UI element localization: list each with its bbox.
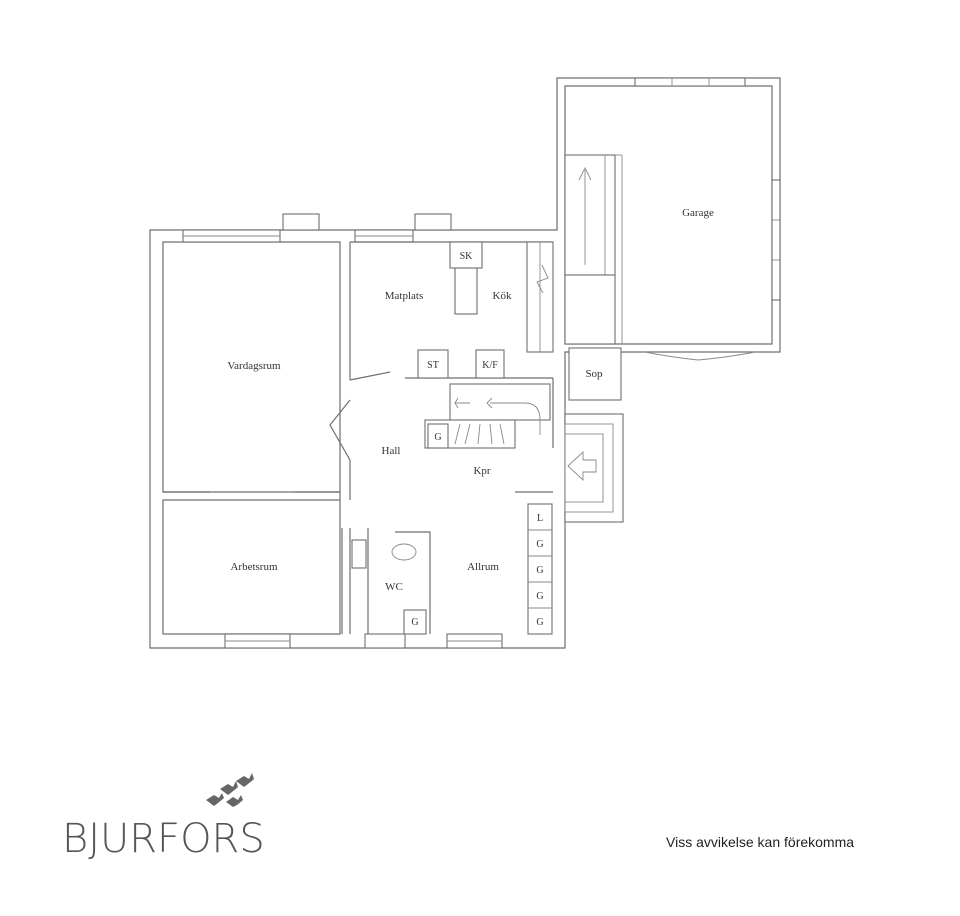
disclaimer-text: Viss avvikelse kan förekomma bbox=[666, 834, 855, 850]
room-label-garage: Garage bbox=[682, 207, 714, 219]
fixture-label-g-1: G bbox=[536, 539, 543, 550]
interior-walls bbox=[163, 241, 554, 635]
fixture-label-g-hall: G bbox=[434, 432, 441, 443]
room-label-arbetsrum: Arbetsrum bbox=[230, 561, 277, 573]
room-label-hall: Hall bbox=[382, 445, 401, 457]
fixture-label-st: ST bbox=[427, 360, 439, 371]
garage-details bbox=[536, 154, 756, 523]
brand-name: BJURFORS bbox=[62, 816, 265, 862]
room-label-vardagsrum: Vardagsrum bbox=[227, 360, 281, 372]
fixture-label-g-3: G bbox=[536, 591, 543, 602]
room-label-sop: Sop bbox=[585, 368, 603, 380]
fixture-label-kf: K/F bbox=[482, 360, 498, 371]
room-label-kok: Kök bbox=[493, 290, 512, 302]
room-label-allrum: Allrum bbox=[467, 561, 499, 573]
room-label-wc: WC bbox=[385, 581, 403, 593]
room-label-kpr: Kpr bbox=[473, 465, 490, 477]
room-label-matplats: Matplats bbox=[385, 290, 424, 302]
windows bbox=[182, 77, 781, 649]
fixture-label-sk: SK bbox=[460, 251, 474, 262]
fixture-label-g-4: G bbox=[536, 617, 543, 628]
fixture-label-g-2: G bbox=[536, 565, 543, 576]
fixture-label-l: L bbox=[537, 513, 543, 524]
birds-logo-icon bbox=[206, 773, 254, 807]
fixture-label-g-wc: G bbox=[411, 617, 418, 628]
